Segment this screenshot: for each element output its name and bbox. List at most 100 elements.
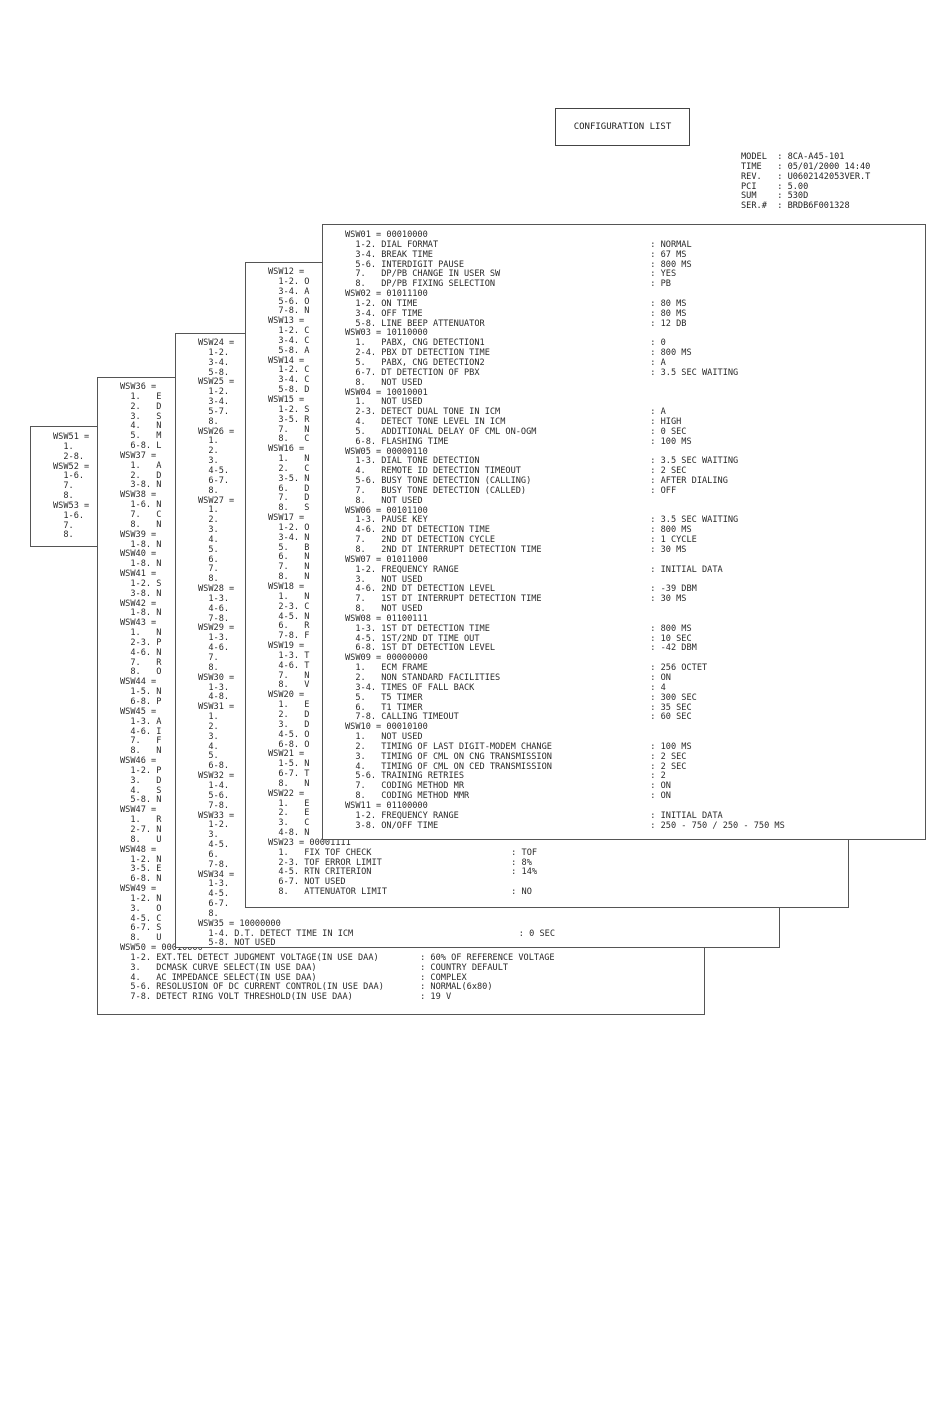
sheet3-line: 1. [198, 505, 219, 516]
sheet2-line: 3-4. C [268, 375, 310, 386]
sheet2-line: WSW18 = [268, 582, 305, 592]
sheet3-line: 1-3. [198, 879, 230, 890]
sheet3-line: WSW30 = [198, 672, 235, 683]
sheet5-line: 8. [53, 491, 74, 502]
sheet2-line: 2. D [268, 709, 310, 720]
sheet2-line: WSW21 = [268, 749, 305, 760]
sheet3-line: 3. [198, 456, 219, 467]
sheet4-line: 3. DCMASK CURVE SELECT(IN USE DAA) : COU… [120, 962, 509, 973]
sheet3-line: 3-4. [198, 397, 230, 408]
sheet3-line: WSW29 = [198, 623, 235, 634]
sheet1-line: 5. T5 TIMER : 300 SEC [345, 692, 697, 703]
sheet4-line: 1. N [120, 628, 162, 639]
header-line: SER.# : BRDB6F001328 [741, 201, 850, 212]
sheet1-line: WSW10 = 00010100 [345, 722, 428, 733]
sheet2-line: 4-5. N [268, 611, 310, 622]
sheet3-line: 3. [198, 830, 219, 841]
sheet2-line: 8. S [268, 503, 310, 514]
sheet-wsw24-35-text: WSW24 = 1-2. 3-4. 5-8.WSW25 = 1-2. 3-4. … [198, 338, 555, 947]
sheet1-line: WSW11 = 01100000 [345, 800, 428, 811]
sheet3-line: 8. [198, 662, 219, 673]
sheet1-line: 7. DP/PB CHANGE IN USER SW : YES [345, 269, 677, 280]
sheet2-line: WSW23 = 00001111 [268, 837, 351, 848]
sheet4-line: 6-7. S [120, 923, 162, 934]
sheet-wsw51-53-text: WSW51 = 1. 2-8.WSW52 = 1-6. 7. 8.WSW53 =… [53, 432, 90, 541]
sheet4-line: 6-8. N [120, 874, 162, 885]
sheet1-line: 2-4. PBX DT DETECTION TIME : 800 MS [345, 348, 692, 359]
sheet3-line: 4-5. [198, 465, 230, 476]
sheet2-line: 5-8. A [268, 345, 310, 356]
sheet4-line: WSW48 = [120, 844, 157, 855]
sheet3-line: WSW28 = [198, 584, 235, 595]
sheet4-line: 4-6. N [120, 647, 162, 658]
sheet3-line: 2. [198, 721, 219, 732]
sheet2-line: 6-8. O [268, 739, 310, 750]
sheet4-line: WSW42 = [120, 598, 157, 609]
sheet1-line: 4. DETECT TONE LEVEL IN ICM : HIGH [345, 417, 682, 428]
sheet4-line: WSW47 = [120, 805, 157, 816]
sheet2-line: 1-5. N [268, 759, 310, 770]
sheet3-line: 2. [198, 515, 219, 526]
sheet1-line: 8. NOT USED [345, 377, 423, 388]
sheet4-line: 7. C [120, 509, 162, 520]
sheet1-line: 3. NOT USED [345, 574, 423, 585]
sheet2-line: 2-3. C [268, 601, 310, 612]
sheet4-line: 3. S [120, 411, 162, 422]
sheet4-line: 6-8. P [120, 697, 162, 707]
sheet5-line: WSW52 = [53, 461, 90, 472]
sheet1-line: 5-6. INTERDIGIT PAUSE : 800 MS [345, 259, 692, 270]
sheet2-line: 2. C [268, 463, 310, 474]
sheet4-line: WSW37 = [120, 450, 157, 461]
sheet1-line: 8. 2ND DT INTERRUPT DETECTION TIME : 30 … [345, 545, 687, 555]
sheet2-line: 1-2. C [268, 365, 310, 376]
sheet4-line: 1-6. N [120, 500, 162, 511]
sheet3-line: 1-2. [198, 347, 230, 358]
sheet3-line: 7. [198, 653, 219, 663]
sheet1-line: 8. DP/PB FIXING SELECTION : PB [345, 279, 671, 290]
sheet1-line: 8. NOT USED [345, 495, 423, 506]
sheet3-line: 3. [198, 731, 219, 742]
sheet2-line: 3-4. A [268, 286, 310, 297]
sheet1-line: 1. NOT USED [345, 397, 423, 408]
sheet2-line: 1-2. O [268, 522, 310, 533]
sheet4-line: 6-8. L [120, 441, 162, 452]
sheet1-line: 1-3. DIAL TONE DETECTION : 3.5 SEC WAITI… [345, 456, 739, 467]
sheet2-line: 3-4. C [268, 335, 310, 346]
sheet3-line: 6. [198, 849, 219, 860]
header-line: PCI : 5.00 [741, 181, 809, 192]
sheet4-line: WSW45 = [120, 706, 157, 717]
sheet4-line: 8. O [120, 667, 162, 678]
sheet2-line: 3-4. N [268, 532, 310, 543]
sheet1-line: 3-4. BREAK TIME : 67 MS [345, 249, 687, 260]
sheet1-line: WSW04 = 10010001 [345, 387, 428, 398]
sheet2-line: 3-5. R [268, 414, 310, 425]
sheet-wsw51-53: WSW51 = 1. 2-8.WSW52 = 1-6. 7. 8.WSW53 =… [30, 426, 110, 547]
sheet4-line: WSW44 = [120, 677, 157, 688]
sheet4-line: 5. M [120, 431, 162, 442]
sheet2-line: 2. E [268, 808, 310, 819]
sheet1-line: 5. ADDITIONAL DELAY OF CML ON-OGM : 0 SE… [345, 426, 687, 437]
sheet1-line: WSW03 = 10110000 [345, 328, 428, 339]
sheet4-line: 3-8. N [120, 480, 162, 491]
sheet4-line: WSW38 = [120, 490, 157, 501]
sheet5-line: 7. [53, 481, 74, 492]
sheet3-line: 7. [198, 564, 219, 575]
sheet1-line: 8. CODING METHOD MMR : ON [345, 791, 671, 802]
sheet2-line: 4-8. N [268, 828, 310, 839]
header-line: TIME : 05/01/2000 14:40 [741, 161, 871, 172]
sheet2-line: 1. N [268, 454, 310, 465]
sheet2-line: WSW17 = [268, 513, 305, 524]
sheet4-line: 4. S [120, 785, 162, 796]
sheet3-line: 5. [198, 751, 219, 762]
sheet4-line: 1-8. N [120, 559, 162, 570]
sheet3-line: WSW25 = [198, 377, 235, 388]
sheet2-line: WSW13 = [268, 316, 305, 327]
sheet1-line: 1-2. FREQUENCY RANGE : INITIAL DATA [345, 564, 723, 575]
sheet2-line: 6-7. T [268, 769, 310, 780]
sheet1-line: 6. T1 TIMER : 35 SEC [345, 702, 692, 713]
sheet4-line: WSW49 = [120, 884, 157, 895]
sheet3-line: 5-6. [198, 790, 230, 801]
sheet3-line: 1. [198, 712, 219, 723]
sheet3-line: 3-4. [198, 357, 230, 368]
